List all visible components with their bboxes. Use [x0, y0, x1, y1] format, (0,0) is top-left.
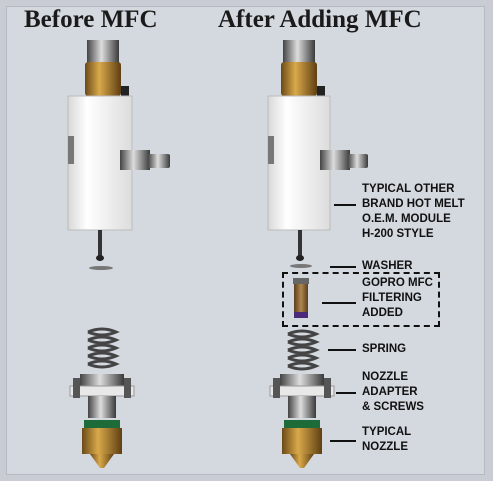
after-module — [267, 40, 368, 261]
after-washer — [290, 264, 312, 268]
before-nozzle — [82, 420, 122, 468]
before-module — [67, 40, 170, 270]
leader-washer — [330, 266, 356, 268]
heading-before: Before MFC — [24, 6, 158, 33]
heading-after: After Adding MFC — [218, 6, 422, 33]
after-nozzle — [282, 420, 322, 468]
label-nozzle: TYPICAL NOZZLE — [362, 426, 412, 453]
leader-filter — [322, 302, 356, 304]
leader-nozzle — [330, 440, 356, 442]
leader-oem-module — [334, 204, 356, 206]
leader-spring — [328, 349, 356, 351]
before-adapter — [69, 374, 135, 418]
label-spring: SPRING — [362, 343, 407, 355]
label-adapter: NOZZLE ADAPTER & SCREWS — [362, 371, 424, 413]
mfc-highlight-box — [282, 272, 440, 327]
after-spring — [287, 329, 320, 371]
label-filter: GOPRO MFC FILTERING ADDED — [362, 277, 433, 319]
mfc-filter — [293, 278, 309, 318]
after-adapter — [269, 374, 335, 418]
leader-adapter — [336, 392, 356, 394]
label-oem-module: TYPICAL OTHER BRAND HOT MELT O.E.M. MODU… — [362, 183, 465, 240]
before-spring — [87, 327, 120, 369]
label-washer: WASHER — [362, 260, 413, 272]
